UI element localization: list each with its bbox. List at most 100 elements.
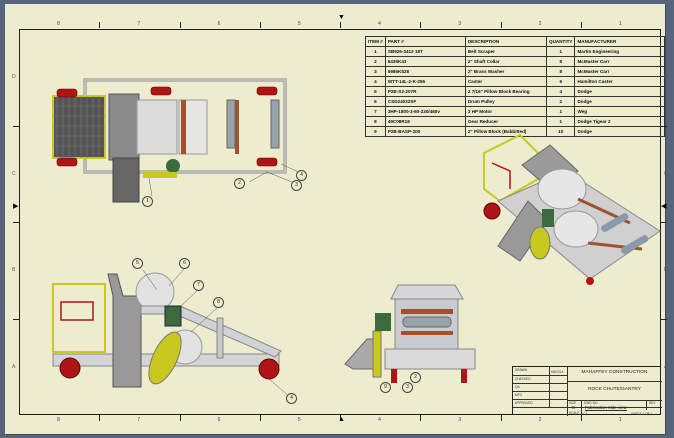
- center-mark-bottom: ▲: [338, 416, 345, 423]
- bom-manufacturer: Dodge: [574, 86, 665, 97]
- bom-part: 5986K528: [384, 66, 466, 77]
- zone-label: 3: [458, 21, 462, 27]
- callout-balloon: 3: [291, 180, 302, 191]
- zone-tick: [340, 22, 341, 28]
- zone-tick: [99, 22, 100, 28]
- callout-balloon: 4: [296, 170, 307, 181]
- drawing-sheet: ▼ ▲ ▶ ◀ ITEM # PART # DESCRIPTION QUANTI…: [5, 4, 668, 434]
- title-block: DRAWN 5/6/2014 CHECKED QA MFG APPROVED M…: [512, 366, 662, 416]
- drawing-border: [19, 29, 661, 415]
- bom-description: 2 7/16" Pillow Block Bearing: [464, 86, 548, 97]
- callout-balloon: 1: [142, 196, 153, 207]
- bom-manufacturer: Dodge: [574, 126, 665, 137]
- zone-label: 6: [217, 21, 221, 27]
- zone-label: 1: [618, 417, 622, 423]
- bom-part: SB926-3413 18T: [384, 46, 466, 57]
- zone-tick: [259, 415, 261, 421]
- bom-item: 7: [365, 106, 386, 117]
- belt-guard: [529, 226, 551, 260]
- zone-label: 2: [538, 417, 542, 423]
- side-view: [52, 267, 290, 397]
- bom-manufacturer: Hamilton Caster: [574, 76, 665, 87]
- operator-cage: [52, 95, 106, 159]
- operator-cage: [52, 283, 106, 353]
- company-name: MAHAFFEY CONSTRUCTION: [581, 370, 648, 375]
- bom-manufacturer: McMaster Carr: [574, 66, 665, 77]
- zone-tick: [500, 415, 502, 421]
- hopper: [107, 273, 142, 388]
- zone-tick: [661, 125, 667, 127]
- bom-manufacturer: Martin Engineering: [574, 46, 665, 57]
- zone-label: D: [664, 74, 668, 81]
- drum-pulley-upper: [135, 272, 175, 312]
- plan-view: [52, 78, 304, 203]
- zone-label: B: [664, 267, 668, 274]
- bom-header-quantity: QUANTITY: [545, 36, 576, 47]
- bom-description: Gear Reducer: [464, 116, 548, 127]
- caster: [59, 357, 81, 379]
- idler: [621, 235, 649, 254]
- bom-item: 4: [365, 76, 386, 87]
- caster: [56, 157, 78, 167]
- motor: [375, 313, 391, 331]
- belt-guard: [148, 331, 182, 385]
- zone-tick: [580, 22, 582, 28]
- bom-part: 49C08R18: [384, 116, 466, 127]
- zone-tick: [420, 415, 421, 421]
- approved-label: APPROVED: [515, 401, 533, 405]
- bom-header-manufacturer: MANUFACTURER: [574, 36, 665, 47]
- zone-label: 2: [538, 21, 542, 27]
- sheet-label: SHEET 1 OF 1: [631, 412, 653, 416]
- idler-2: [270, 99, 280, 149]
- bom-quantity: 1: [545, 46, 576, 57]
- scale-label: SCALE: [569, 411, 580, 415]
- bom-part: 3HP-1800-3-60-230/460v: [384, 106, 466, 117]
- bom-description: 2" Shaft Collar: [464, 56, 548, 67]
- zone-label: 1: [618, 21, 622, 27]
- zone-tick: [661, 222, 667, 223]
- callout-balloon: 7: [193, 280, 204, 291]
- center-mark-right: ◀: [661, 203, 667, 210]
- base-frame: [384, 348, 476, 370]
- belt-guard: [372, 330, 382, 378]
- zone-label: 5: [297, 417, 301, 423]
- bom-item: 1: [365, 46, 386, 57]
- zone-label: C: [12, 170, 16, 177]
- bom-part: 6435K43: [384, 56, 466, 67]
- bom-header-description: DESCRIPTION: [464, 36, 548, 47]
- bom-description: Belt Scraper: [464, 46, 548, 57]
- chute: [344, 338, 376, 370]
- zone-tick: [179, 22, 181, 28]
- bom-quantity: 2: [545, 96, 576, 107]
- bom-item: 8: [365, 116, 386, 127]
- zone-label: 7: [137, 21, 141, 27]
- callout-balloon: 3: [402, 382, 413, 393]
- drawn-date: 5/6/2014: [551, 370, 564, 374]
- zone-tick: [13, 318, 19, 320]
- isometric-view: [483, 133, 661, 285]
- bom-description: Drum Pulley: [464, 96, 548, 107]
- zone-label: 8: [57, 21, 60, 27]
- bom-header-part: PART #: [384, 36, 466, 47]
- zone-label: D: [12, 74, 16, 81]
- bom-manufacturer: Dodge Tigear 2: [574, 116, 665, 127]
- bom-quantity: 8: [545, 56, 576, 67]
- zone-label: C: [664, 170, 668, 177]
- end-view: [344, 284, 476, 383]
- rev-label: REV: [649, 401, 656, 405]
- callout-balloon: 9: [380, 382, 391, 393]
- bom-part: CSD24032SF: [384, 96, 466, 107]
- callout-balloon: 4: [286, 393, 297, 404]
- bom-manufacturer: McMaster Carr: [574, 56, 665, 67]
- caster: [256, 86, 278, 96]
- idler-1: [226, 99, 236, 149]
- bom-item: 3: [365, 66, 386, 77]
- zone-label: 5: [297, 21, 301, 27]
- zone-label: 6: [217, 417, 221, 423]
- callout-balloon: 2: [234, 178, 245, 189]
- hood: [390, 284, 464, 300]
- bom-quantity: 1: [545, 116, 576, 127]
